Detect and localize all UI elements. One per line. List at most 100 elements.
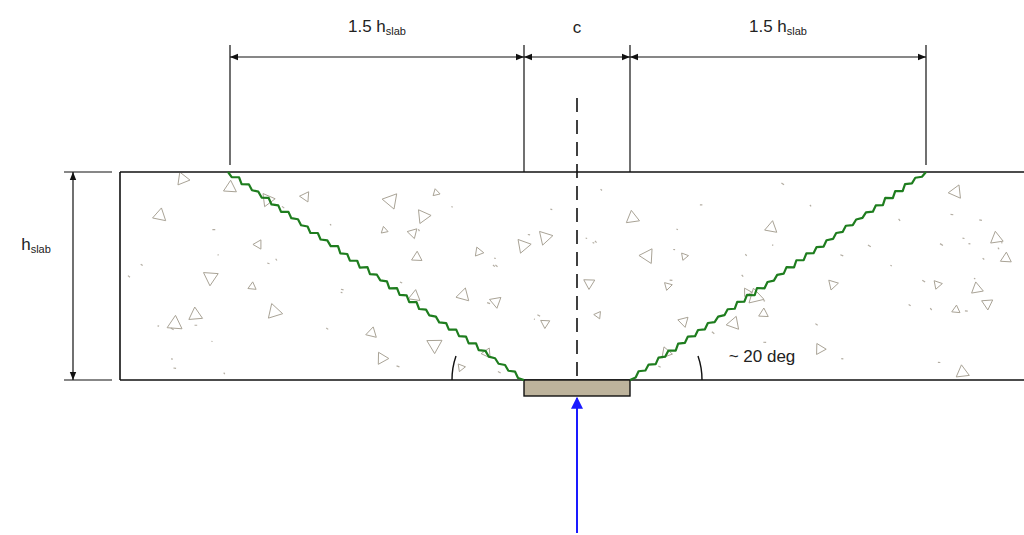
- aggregate-stone: [268, 304, 282, 319]
- aggregate-stone: [934, 281, 942, 290]
- aggregate-dot: [528, 234, 530, 236]
- aggregate-stone: [382, 194, 397, 209]
- aggregate-stone: [665, 283, 673, 291]
- aggregate-dot: [397, 365, 400, 367]
- aggregate-stone: [594, 312, 601, 319]
- aggregate-dot: [537, 315, 540, 317]
- aggregate-stone: [952, 305, 960, 313]
- aggregate-stone: [541, 320, 550, 328]
- dimension-lines: [64, 45, 926, 380]
- aggregate-dot: [267, 262, 269, 264]
- aggregate-dot: [745, 254, 746, 256]
- aggregate-dot: [418, 229, 419, 231]
- load-arrow: [576, 398, 578, 533]
- aggregate-dot: [810, 205, 811, 206]
- aggregate-dot: [341, 292, 343, 293]
- aggregate-dot: [211, 341, 212, 342]
- aggregate-dot: [670, 279, 673, 281]
- aggregate-dot: [764, 300, 765, 302]
- slab-outline: [120, 172, 1024, 380]
- aggregate-dot: [922, 280, 925, 282]
- aggregate-stone: [518, 239, 531, 253]
- aggregate-dot: [676, 228, 677, 230]
- aggregate-stone: [759, 308, 769, 317]
- aggregate-stone: [765, 221, 777, 233]
- dimension-label: 1.5 hslab: [746, 17, 810, 38]
- aggregate-dot: [742, 275, 744, 277]
- aggregate-stone: [458, 364, 465, 372]
- aggregate-dot: [998, 248, 999, 250]
- aggregate-dot: [128, 276, 130, 278]
- aggregate-dot: [400, 281, 402, 283]
- aggregate-stone: [682, 253, 689, 260]
- aggregate-stone: [456, 288, 469, 301]
- aggregate-dot: [276, 259, 277, 261]
- aggregate-dot: [593, 242, 595, 244]
- aggregate-dot: [700, 204, 702, 205]
- aggregate-stone: [378, 352, 389, 364]
- aggregate-texture: [128, 173, 1011, 377]
- aggregate-stone: [956, 365, 969, 377]
- dimension-label: 1.5 hslab: [345, 17, 409, 38]
- aggregate-dot: [487, 303, 490, 304]
- aggregate-stone: [153, 208, 166, 221]
- aggregate-dot: [938, 362, 940, 363]
- angle-label: ~ 20 deg: [726, 347, 799, 368]
- aggregate-stone: [982, 300, 993, 310]
- aggregate-stone: [223, 180, 236, 192]
- aggregate-stone: [829, 280, 839, 290]
- aggregate-stone: [991, 231, 1003, 243]
- aggregate-dot: [951, 214, 954, 216]
- aggregate-dot: [658, 366, 660, 367]
- aggregate-stone: [167, 315, 182, 328]
- aggregate-stone: [299, 192, 308, 202]
- aggregate-dot: [890, 265, 891, 267]
- aggregate-dot: [586, 237, 587, 239]
- aggregate-dot: [282, 206, 284, 208]
- crack-line: [630, 172, 926, 380]
- aggregate-dot: [965, 310, 968, 311]
- aggregate-dot: [451, 206, 452, 208]
- aggregate-dot: [195, 325, 198, 326]
- aggregate-stone: [817, 343, 827, 354]
- aggregate-stone: [381, 226, 388, 233]
- aggregate-dot: [868, 245, 871, 247]
- aggregate-dot: [983, 258, 985, 259]
- aggregate-dot: [974, 278, 975, 280]
- aggregate-stone: [626, 210, 639, 222]
- angle-arcs: [452, 356, 702, 380]
- aggregate-dot: [330, 224, 331, 225]
- aggregate-dot: [326, 328, 328, 329]
- aggregate-stone: [540, 231, 553, 245]
- aggregate-stone: [408, 290, 420, 301]
- aggregate-dot: [930, 308, 931, 310]
- aggregate-stone: [678, 317, 688, 327]
- aggregate-stone: [490, 297, 501, 308]
- aggregate-dot: [212, 229, 215, 230]
- aggregate-stone: [475, 247, 483, 256]
- aggregate-stone: [948, 185, 960, 198]
- aggregate-dot: [673, 249, 675, 250]
- aggregate-dot: [772, 244, 773, 245]
- aggregate-dot: [550, 209, 552, 211]
- column-plate: [524, 380, 630, 396]
- center-line: [576, 98, 578, 380]
- aggregate-dot: [968, 243, 970, 244]
- crack-line: [228, 172, 524, 380]
- aggregate-dot: [841, 358, 843, 360]
- aggregate-stone: [639, 249, 652, 264]
- aggregate-dot: [909, 305, 911, 306]
- aggregate-dot: [218, 254, 219, 255]
- aggregate-stone: [253, 240, 261, 249]
- aggregate-stone: [1000, 252, 1011, 262]
- aggregate-dot: [493, 265, 495, 267]
- aggregate-stone: [726, 316, 738, 329]
- aggregate-stone: [972, 282, 984, 293]
- aggregate-stone: [412, 251, 422, 260]
- aggregate-dot: [171, 358, 173, 359]
- punching-cracks: [228, 172, 926, 380]
- dimension-label: c: [570, 18, 585, 39]
- aggregate-dot: [763, 342, 766, 343]
- aggregate-stone: [407, 229, 417, 239]
